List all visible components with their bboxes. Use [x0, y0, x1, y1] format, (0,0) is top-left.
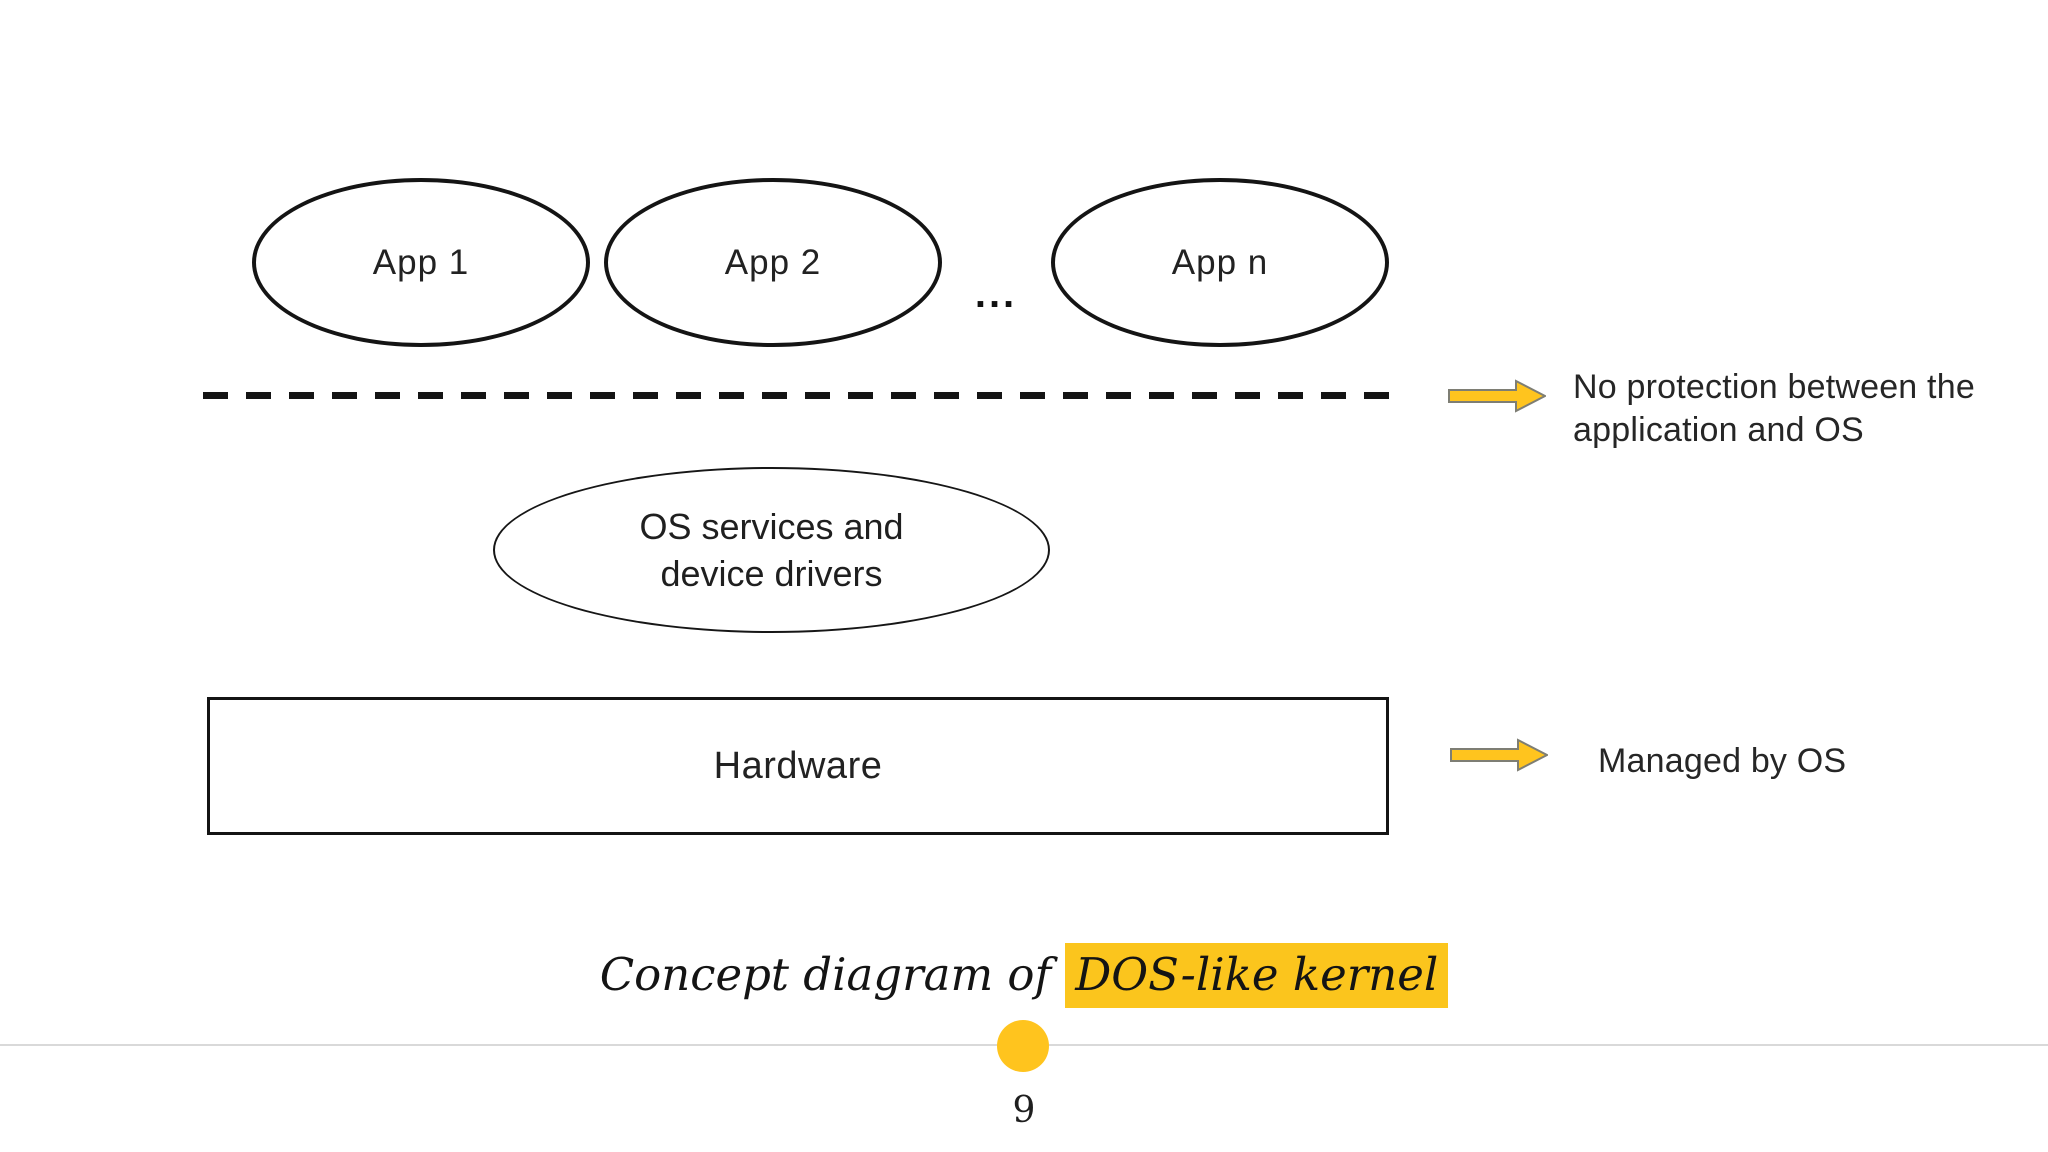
os-services-line2: device drivers [660, 553, 883, 594]
page-number: 9 [1012, 1090, 1036, 1131]
hardware-label: Hardware [713, 744, 883, 787]
caption-prefix: Concept diagram of [599, 948, 1052, 1001]
right-arrow-icon [1450, 738, 1548, 772]
app-n-ellipse: App n [1051, 178, 1389, 347]
right-arrow-icon [1448, 379, 1546, 413]
dashed-boundary-line [203, 392, 1389, 399]
os-services-ellipse: OS services and device drivers [493, 467, 1050, 633]
managed-by-os-annotation: Managed by OS [1598, 742, 1847, 780]
no-protection-annotation: No protection between the application an… [1573, 368, 1975, 449]
app-1-label: App 1 [372, 242, 470, 282]
hardware-box: Hardware [207, 697, 1389, 835]
app-2-label: App 2 [724, 242, 822, 282]
app-n-label: App n [1171, 242, 1269, 282]
os-services-line1: OS services and [639, 506, 904, 547]
caption-highlight: DOS-like kernel [1065, 943, 1449, 1008]
app-2-ellipse: App 2 [604, 178, 942, 347]
apps-ellipsis: ... [974, 272, 1018, 316]
app-1-ellipse: App 1 [252, 178, 590, 347]
progress-dot-icon [997, 1020, 1049, 1072]
